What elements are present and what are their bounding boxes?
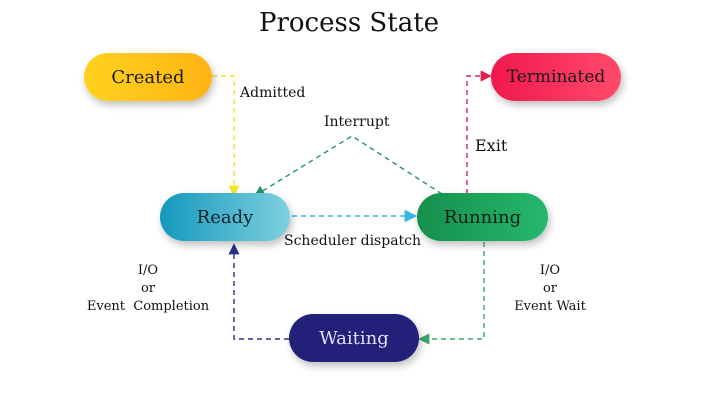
label-io-wait-line-3: Event Wait <box>514 299 586 314</box>
state-ready: Ready <box>160 193 290 241</box>
state-running: Running <box>417 193 548 241</box>
label-io-completion-line-1: I/O <box>137 263 159 278</box>
label-admitted: Admitted <box>240 85 306 101</box>
admitted-arrow <box>212 75 240 197</box>
interrupt-arrow <box>253 135 443 197</box>
label-io-completion-line-2: or <box>140 281 156 296</box>
label-io-event-wait: I/O or Event Wait <box>500 262 600 316</box>
exit-arrow <box>466 70 492 194</box>
state-terminated: Terminated <box>491 53 621 101</box>
label-scheduler-dispatch: Scheduler dispatch <box>284 233 422 249</box>
label-io-wait-line-1: I/O <box>539 263 561 278</box>
label-io-completion-line-3: Event Completion <box>86 299 210 314</box>
state-created: Created <box>84 53 212 101</box>
diagram-title: Process State <box>258 8 440 38</box>
label-io-event-completion: I/O or Event Completion <box>78 262 218 316</box>
label-io-wait-line-2: or <box>542 281 558 296</box>
label-interrupt: Interrupt <box>324 114 390 130</box>
state-waiting: Waiting <box>289 314 419 362</box>
event-completion-arrow <box>228 243 289 340</box>
event-wait-arrow <box>418 242 485 345</box>
label-exit: Exit <box>475 136 508 155</box>
